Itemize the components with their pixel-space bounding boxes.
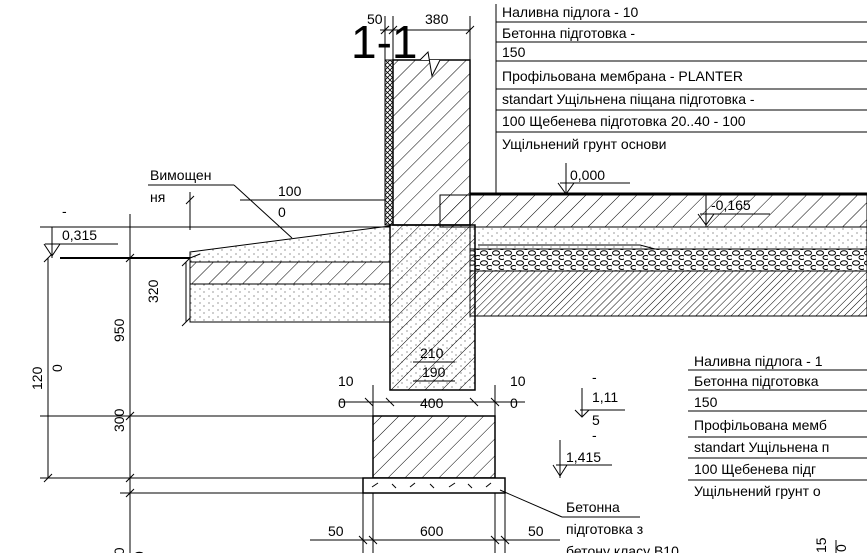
- svg-text:1,415: 1,415: [566, 449, 601, 465]
- svg-text:210: 210: [420, 345, 444, 361]
- svg-text:0: 0: [833, 544, 849, 552]
- floor-layer-b1: Наливна підлога - 1: [694, 353, 823, 369]
- floor-layer-5: standart Ущільнена піщана підготовка -: [502, 91, 755, 107]
- top-dim-380: 380: [425, 11, 449, 27]
- svg-text:100: 100: [278, 183, 302, 199]
- svg-text:0: 0: [278, 204, 286, 220]
- floor-layer-b3: 150: [694, 394, 718, 410]
- svg-text:ня: ня: [150, 189, 165, 205]
- floor-layer-3: 150: [502, 44, 526, 60]
- svg-text:бетону класу В10: бетону класу В10: [566, 543, 679, 553]
- svg-text:-: -: [592, 369, 597, 385]
- floor-layer-b2: Бетонна підготовка: [694, 373, 819, 389]
- svg-text:300: 300: [111, 408, 127, 432]
- level-floor: 0,000: [557, 163, 630, 195]
- svg-text:120: 120: [29, 366, 45, 390]
- floor-layer-2: Бетонна підготовка -: [502, 25, 635, 41]
- floor-layer-b4: Профільована мемб: [694, 417, 827, 433]
- paving-label: Вимощен ня 100 0: [148, 167, 385, 239]
- svg-text:1,11: 1,11: [592, 389, 618, 405]
- floor-layer-6: 100 Щебенева підготовка 20..40 - 100: [502, 113, 746, 129]
- svg-text:-: -: [592, 427, 597, 443]
- svg-text:0: 0: [49, 364, 65, 372]
- level-floor-bottom: -0,165: [697, 194, 770, 227]
- floor-layer-b6: 100 Щебенева підг: [694, 461, 816, 477]
- level-ground: - 0,315: [43, 203, 118, 258]
- paving: [40, 225, 391, 323]
- vertical-dims: 120 0 950 300 10 0 320 15 0: [29, 214, 849, 553]
- svg-text:10: 10: [111, 547, 127, 553]
- svg-text:Вимощен: Вимощен: [150, 167, 211, 183]
- svg-text:10: 10: [338, 373, 354, 389]
- svg-text:320: 320: [145, 279, 161, 303]
- floor-layers-callout-bottom: Наливна підлога - 1 Бетонна підготовка 1…: [688, 353, 867, 499]
- svg-text:190: 190: [422, 364, 446, 380]
- concrete-base-label: Бетонна підготовка з бетону класу В10: [499, 489, 679, 553]
- floor-layers-callout-top: Наливна підлога - 10 Бетонна підготовка …: [495, 4, 867, 194]
- svg-text:підготовка з: підготовка з: [566, 521, 643, 537]
- svg-text:50: 50: [528, 523, 544, 539]
- svg-text:0: 0: [131, 551, 147, 553]
- svg-text:10: 10: [510, 373, 526, 389]
- svg-text:0,315: 0,315: [62, 227, 97, 243]
- horizontal-dims: 210 190 400 10 0 10 0 50 600 50: [310, 345, 560, 553]
- svg-text:600: 600: [420, 523, 444, 539]
- svg-text:0: 0: [510, 395, 518, 411]
- svg-text:Бетонна: Бетонна: [566, 499, 620, 515]
- top-dim-50: 50: [367, 11, 383, 27]
- svg-text:5: 5: [592, 412, 600, 428]
- level-footing-bottom: - 1,415: [552, 427, 612, 478]
- floor-layer-b7: Ущільнений грунт о: [694, 483, 821, 499]
- svg-text:950: 950: [111, 318, 127, 342]
- svg-text:50: 50: [328, 523, 344, 539]
- floor-layer-1: Наливна підлога - 10: [502, 4, 639, 20]
- svg-text:-0,165: -0,165: [711, 197, 751, 213]
- floor-layer-7: Ущільнений грунт основи: [502, 136, 666, 152]
- footing: [362, 415, 506, 494]
- level-footing-top: - 1,11 5: [574, 369, 625, 428]
- svg-text:0,000: 0,000: [570, 167, 605, 183]
- floor-layer-b5: standart Ущільнена п: [694, 439, 829, 455]
- svg-text:-: -: [62, 203, 67, 219]
- floor-construction: [439, 192, 867, 317]
- svg-text:400: 400: [420, 395, 444, 411]
- top-dimension: 50 380: [367, 11, 475, 60]
- floor-layer-4: Профільована мембрана - PLANTER: [502, 68, 743, 84]
- svg-text:15: 15: [813, 537, 829, 553]
- svg-text:0: 0: [338, 395, 346, 411]
